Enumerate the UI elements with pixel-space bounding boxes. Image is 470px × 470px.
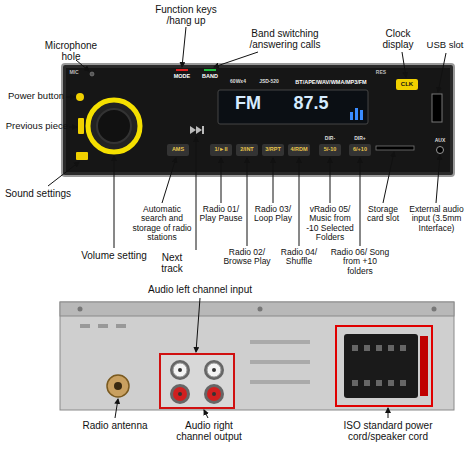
callout-label: Radio 02/ Browse Play <box>222 248 272 267</box>
panel-text: 6/+10 <box>349 146 371 152</box>
callout-label: Microphone hole <box>38 40 104 62</box>
panel-text: AUX <box>430 138 450 144</box>
panel-text: 3/RPT <box>262 146 284 152</box>
callout-label: Radio 04/ Shuffle <box>277 248 321 267</box>
callout-label: ISO standard power cord/speaker cord <box>318 420 458 442</box>
callout-label: Band switching /answering calls <box>238 28 332 50</box>
panel-text: AMS <box>167 146 189 152</box>
panel-text: FM <box>228 94 268 114</box>
panel-text: 60Wx4 <box>224 79 252 85</box>
panel-text: JSD-520 <box>252 79 286 85</box>
panel-text: BT/APE/WAV/WMA/MP3/FM <box>288 79 374 85</box>
callout-label: Power button <box>0 91 64 101</box>
callout-label: USB slot <box>422 40 468 50</box>
radio-rear <box>60 302 454 410</box>
callout-label: Audio right channel output <box>168 420 250 442</box>
panel-text: MODE <box>170 73 194 79</box>
panel-text: DIR+ <box>348 136 372 142</box>
panel-text: BAND <box>198 73 222 79</box>
callout-label: Storage card slot <box>364 205 402 224</box>
callout-label: Audio left channel input <box>130 284 270 295</box>
radio-front <box>62 64 454 176</box>
panel-text: DIR- <box>318 136 342 142</box>
callout-label: Next track <box>150 252 194 274</box>
callout-label: Radio 01/ Play Pause <box>199 205 243 224</box>
callout-label: Automatic search and storage of radio st… <box>132 205 192 242</box>
panel-text: CLK <box>396 81 418 88</box>
panel-text: 4/RDM <box>288 146 310 152</box>
callout-label: Sound settings <box>2 188 74 199</box>
panel-text: RES <box>372 70 390 76</box>
callout-label: Radio antenna <box>70 420 160 431</box>
callout-label: Radio 03/ Loop Play <box>251 205 295 224</box>
panel-text: 87.5 <box>276 94 346 114</box>
callout-label: vRadio 05/ Music from -10 Selected Folde… <box>302 205 358 242</box>
panel-text: 2/INT <box>236 146 258 152</box>
panel-text: 1/►II <box>210 146 232 152</box>
callout-label: Clock display <box>376 28 420 50</box>
callout-label: Previous piece <box>0 121 68 131</box>
panel-text: 5/-10 <box>319 146 341 152</box>
callout-label: Radio 06/ Song from +10 folders <box>330 248 390 276</box>
callout-label: Volume setting <box>76 250 152 261</box>
callout-label: Function keys /hang up <box>148 4 224 26</box>
leader-lines <box>48 27 446 418</box>
callout-label: External audio input (3.5mm Interface) <box>405 205 468 233</box>
panel-text: MIC <box>64 70 84 76</box>
